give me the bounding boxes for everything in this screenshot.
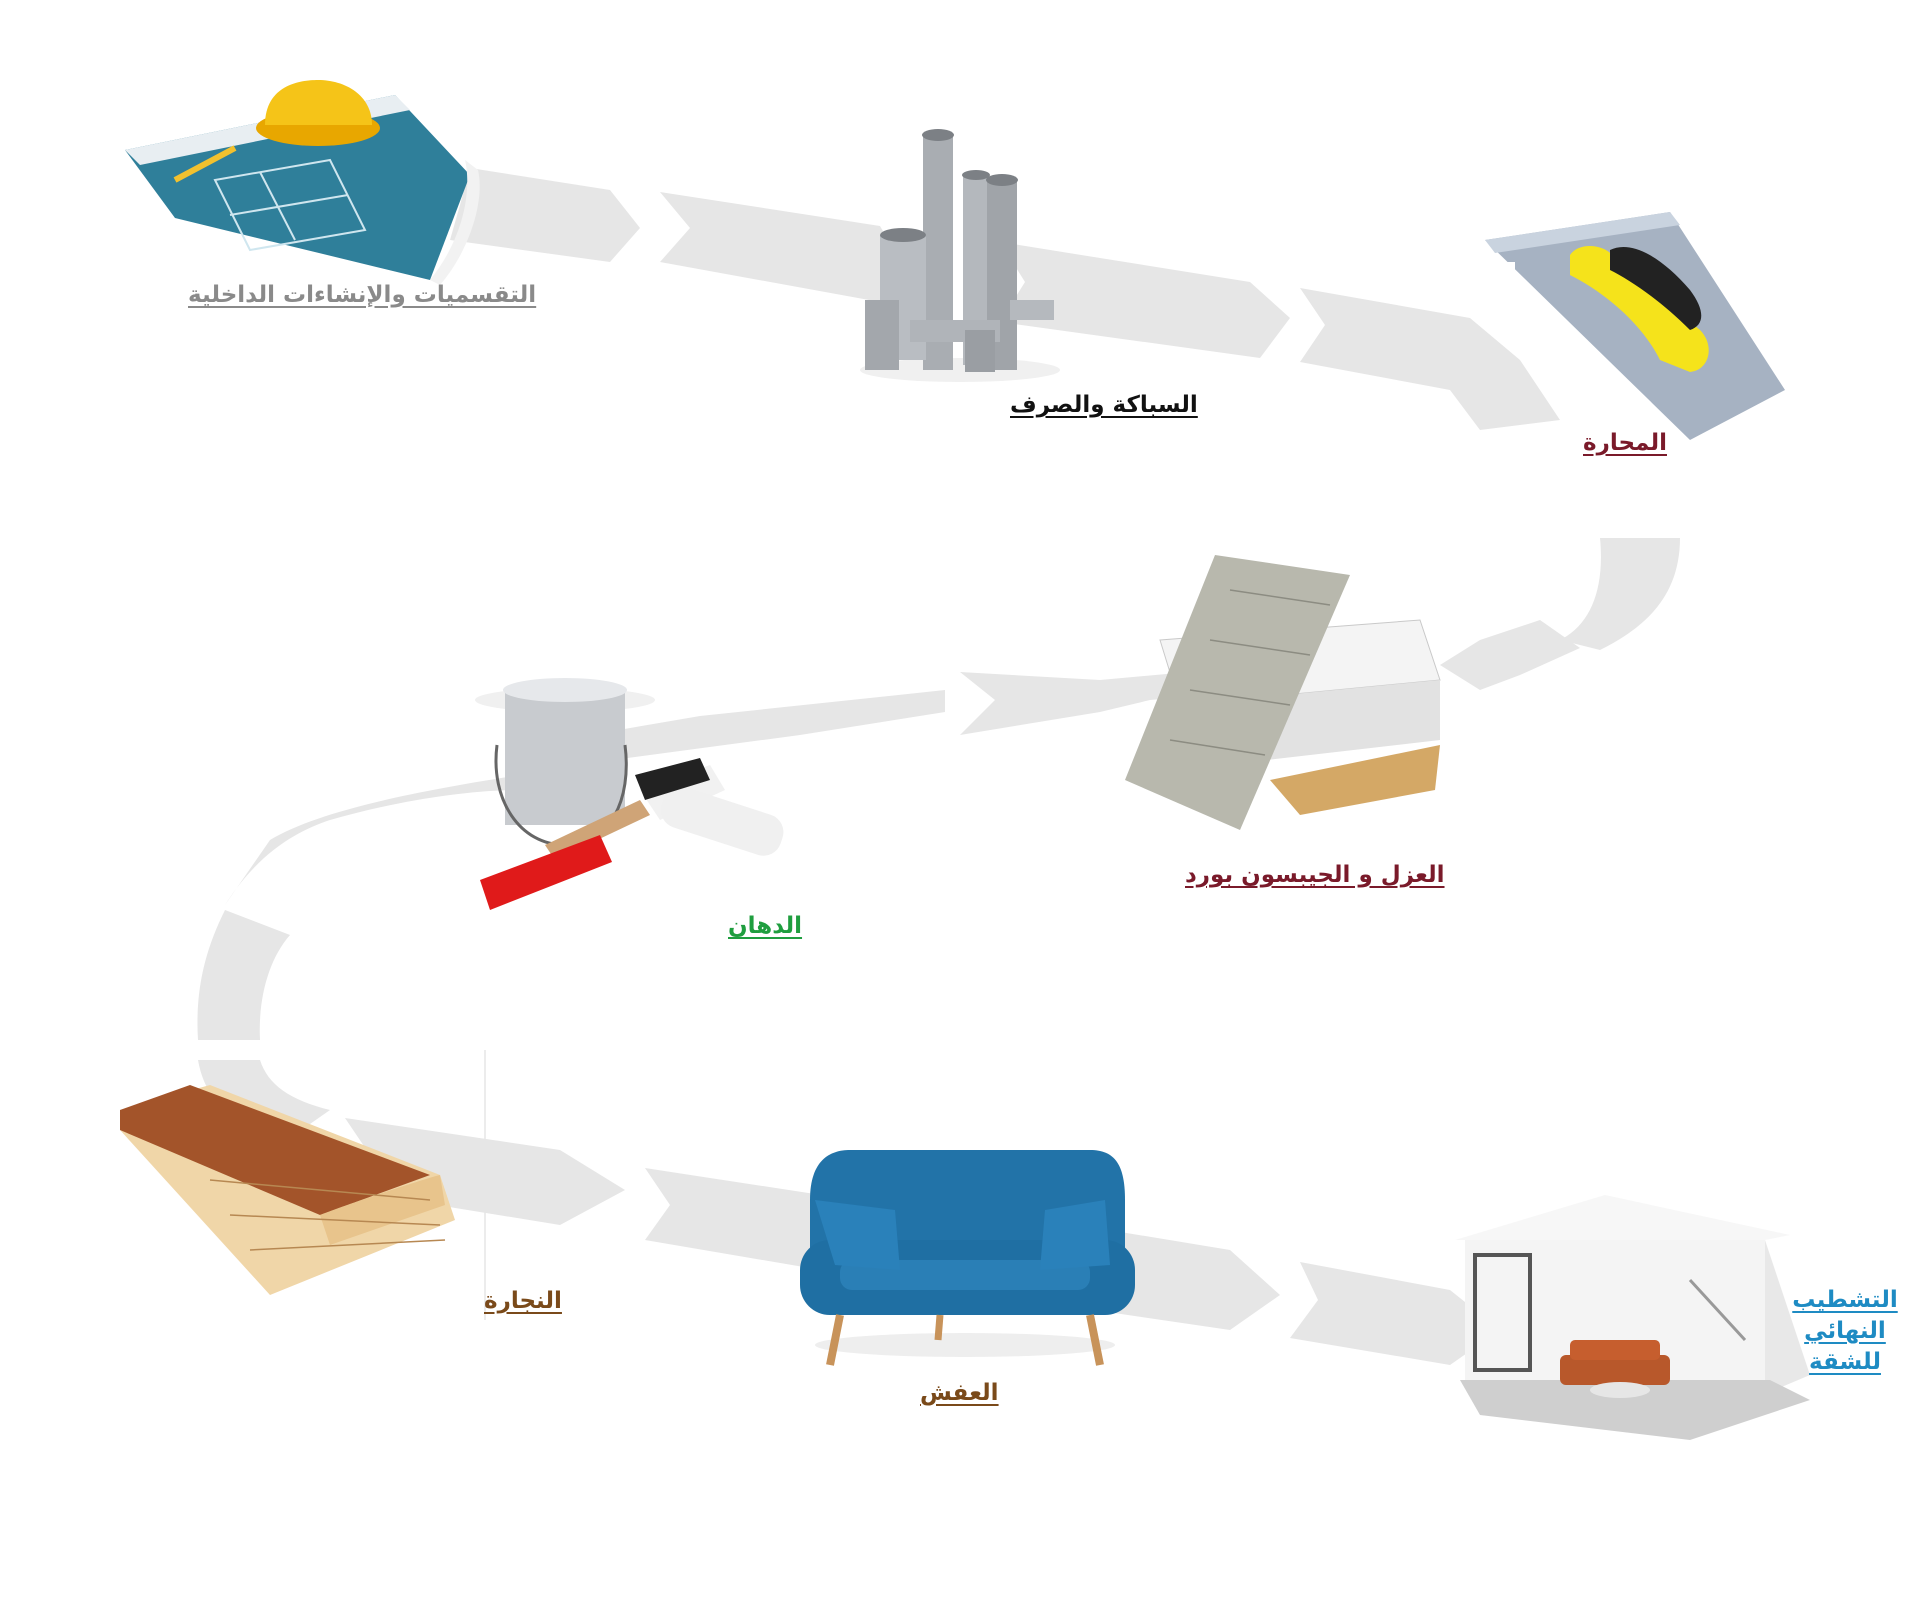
wood-planks-icon — [120, 1085, 455, 1295]
step-link-final-finishing[interactable]: التشطيب النهائي للشقة — [1792, 1287, 1898, 1376]
step-link-plastering[interactable]: المحارة — [1583, 430, 1667, 456]
pipes-icon — [860, 129, 1060, 382]
step-link-carpentry[interactable]: النجارة — [484, 1288, 562, 1314]
trowel-icon — [1485, 212, 1785, 440]
step-link-painting[interactable]: الدهان — [728, 913, 803, 939]
paint-bucket-icon — [475, 678, 784, 910]
sofa-icon — [800, 1150, 1135, 1366]
finished-room-icon — [1455, 1195, 1810, 1440]
arrow-segment — [450, 168, 640, 262]
gypsum-board-icon — [1125, 555, 1441, 830]
arrow-segment — [1300, 288, 1560, 430]
arrow-segment — [1440, 620, 1580, 690]
arrow-segment — [660, 192, 900, 302]
arrow-segment — [540, 690, 945, 770]
blueprint-helmet-icon — [125, 80, 480, 285]
step-link-insulation-gypsum[interactable]: العزل و الجيبسون بورد — [1185, 862, 1445, 888]
step-link-furniture[interactable]: العفش — [920, 1380, 999, 1406]
step-link-partitions[interactable]: التقسميات والإنشاءات الداخلية — [188, 282, 537, 308]
arrow-segment — [197, 910, 290, 1040]
step-link-plumbing[interactable]: السباكة والصرف — [1010, 392, 1198, 418]
arrow-segment — [1000, 242, 1290, 358]
arrow-segment — [198, 1060, 330, 1138]
arrow-segment — [1560, 538, 1680, 650]
arrow-segment — [1290, 1262, 1500, 1365]
